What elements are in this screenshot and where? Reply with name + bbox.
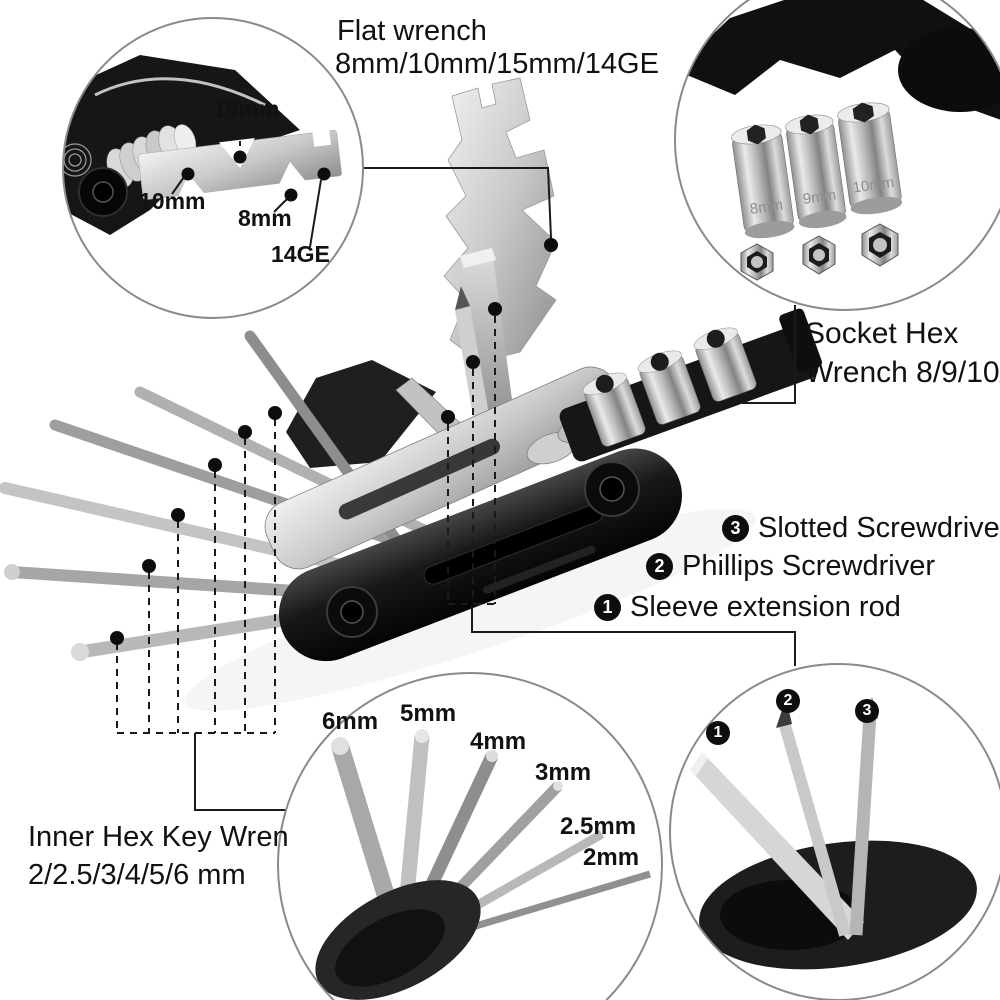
inset-label-dots — [181, 150, 331, 202]
list-badge-2: 2 — [646, 553, 673, 580]
socket-8mm: 8mm — [731, 124, 795, 239]
hex-fan-inset-content — [315, 729, 652, 1000]
bits-inset-ring — [669, 663, 1000, 1000]
socket-inset-content: 8mm 9mm 10mm — [675, 0, 1000, 281]
bit-extension-rod — [690, 752, 864, 940]
inner-hex-sizes: 2/2.5/3/4/5/6 mm — [28, 859, 246, 891]
black-handle — [278, 448, 682, 662]
socket-engraving: 10mm — [852, 174, 896, 197]
list-label-phillips: Phillips Screwdriver — [682, 550, 936, 582]
socket-label-line1: Socket Hex — [805, 317, 959, 350]
socket-inset-ring — [674, 0, 1000, 311]
list-label-sleeve: Sleeve extension rod — [630, 591, 901, 623]
list-item-slotted: 3 Slotted Screwdriver — [722, 512, 1000, 545]
sleeve-rod-top-face — [460, 248, 496, 268]
flat-wrench-inset-ring — [62, 17, 364, 319]
bits-badge-3: 3 — [855, 699, 879, 723]
flat-wrench-inset-content — [63, 55, 342, 248]
fan-label-3mm: 3mm — [535, 759, 592, 786]
list-badge-3: 3 — [722, 515, 749, 542]
inset-label-8mm: 8mm — [238, 205, 292, 231]
inset-label-10mm: 10mm — [139, 188, 206, 214]
multi-tool-body — [0, 77, 823, 711]
bit-slotted — [849, 713, 877, 936]
flat-wrench-sizes: 8mm/10mm/15mm/14GE — [335, 48, 659, 80]
phillips-tip — [455, 286, 470, 310]
callout-leaders — [116, 167, 796, 811]
list-item-phillips: 2 Phillips Screwdriver — [646, 550, 935, 583]
bit-phillips — [778, 720, 851, 937]
bit-phillips-tip — [776, 698, 792, 728]
socket-engraving: 8mm — [749, 197, 784, 218]
socket-10mm: 10mm — [837, 102, 903, 215]
hex-fan-inset-ring — [277, 672, 663, 1000]
fan-label-4mm: 4mm — [470, 728, 527, 755]
flat-wrench-title: Flat wrench — [337, 15, 487, 47]
fan-label-2-5mm: 2.5mm — [560, 813, 637, 840]
inset-label-14ge: 14GE — [271, 241, 330, 267]
bits-badge-1: 1 — [706, 721, 730, 745]
inner-hex-title: Inner Hex Key Wren — [28, 821, 289, 853]
callout-dots — [110, 238, 558, 645]
inset-flat-wrench — [137, 128, 342, 200]
socket-engraving: 9mm — [802, 187, 837, 208]
hex-nuts — [740, 223, 899, 281]
list-label-slotted: Slotted Screwdriver — [758, 512, 1000, 544]
inset-label-leaders — [171, 132, 322, 248]
fan-label-2mm: 2mm — [583, 844, 640, 871]
mounted-sockets — [582, 327, 757, 447]
bits-badge-2: 2 — [776, 689, 800, 713]
fan-label-6mm: 6mm — [322, 708, 379, 735]
bits-inset-content — [690, 697, 977, 970]
list-item-sleeve: 1 Sleeve extension rod — [594, 591, 901, 624]
socket-label-line2: Wrench 8/9/10/m — [805, 356, 1000, 389]
socket-9mm: 9mm — [785, 114, 847, 229]
list-badge-1: 1 — [594, 594, 621, 621]
inset-label-15mm: 15mm — [213, 96, 280, 122]
pivot-bolts — [326, 461, 640, 638]
fan-label-5mm: 5mm — [400, 700, 457, 727]
